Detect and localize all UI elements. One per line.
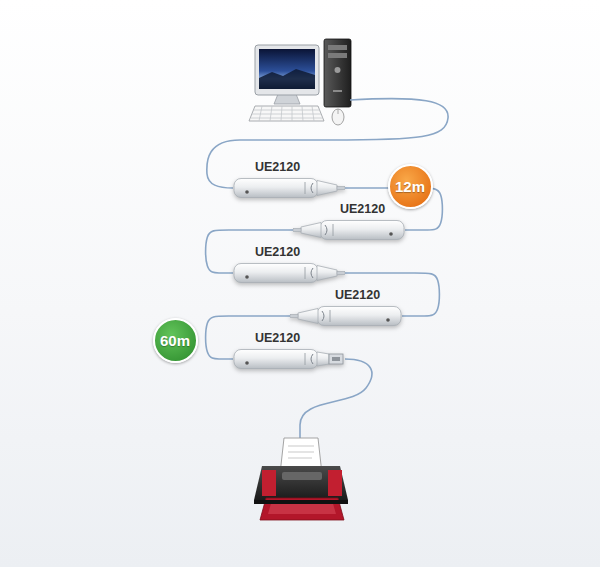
extender-cable: UE2120 xyxy=(293,202,405,241)
usb-cable xyxy=(300,359,372,450)
extender-body xyxy=(290,305,402,327)
model-label: UE2120 xyxy=(233,331,345,346)
extender-shape xyxy=(233,177,345,199)
extender-body xyxy=(233,177,345,199)
extender-cable: UE2120 xyxy=(233,245,345,284)
computer-icon xyxy=(249,39,351,125)
extender-body xyxy=(293,219,405,241)
length-label: 12m xyxy=(395,178,425,195)
model-label: UE2120 xyxy=(290,288,402,303)
extender-shape xyxy=(233,262,345,284)
extender-shape xyxy=(293,219,405,241)
length-label: 60m xyxy=(160,332,190,349)
extender-shape xyxy=(290,305,402,327)
extender-body xyxy=(233,262,345,284)
printer-icon xyxy=(254,438,348,520)
extender-cable: UE2120 xyxy=(290,288,402,327)
extender-body xyxy=(233,348,345,370)
model-label: UE2120 xyxy=(233,160,345,175)
length-badge: 60m xyxy=(153,318,198,363)
extender-cable: UE2120 xyxy=(233,160,345,199)
model-label: UE2120 xyxy=(293,202,405,217)
extender-cable: UE2120 xyxy=(233,331,345,370)
length-badge: 12m xyxy=(388,164,433,209)
extender-shape xyxy=(233,348,345,370)
model-label: UE2120 xyxy=(233,245,345,260)
